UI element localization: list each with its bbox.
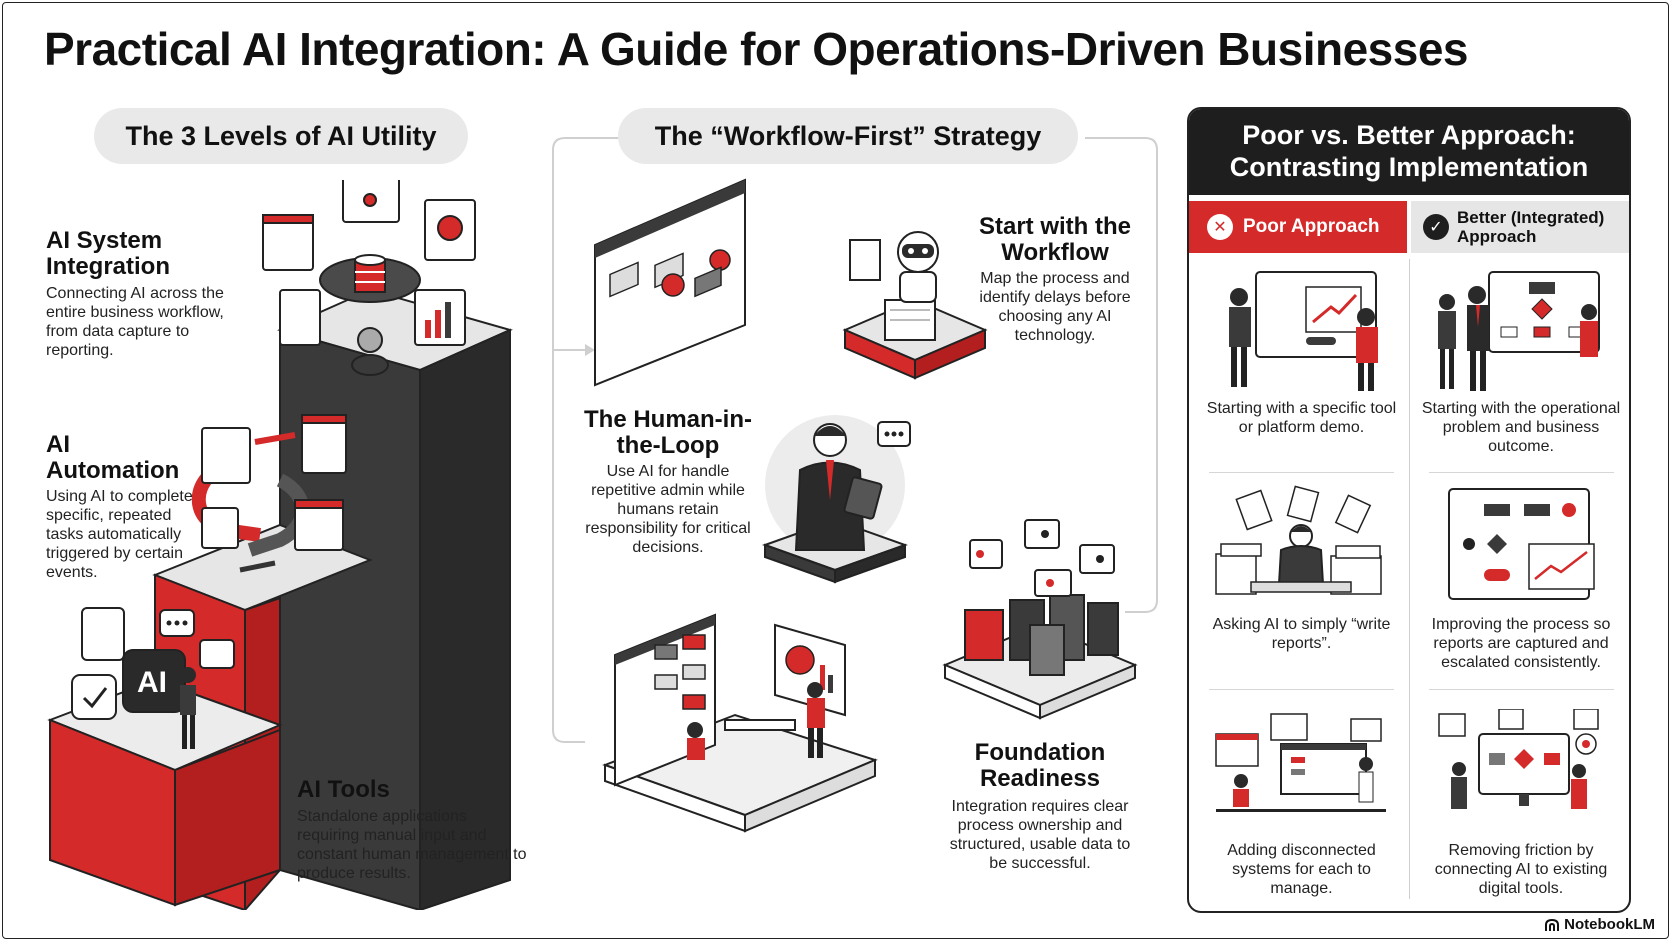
levels-staircase-illustration: AI [47,180,513,910]
row-divider [1429,472,1614,473]
office-workflow-illustration [602,613,878,833]
problem-first-illustration [1438,271,1600,391]
page-title: Practical AI Integration: A Guide for Op… [44,23,1469,75]
notebooklm-icon [1545,918,1560,931]
poor-approach-label: Poor Approach [1243,216,1380,237]
level-automation-title: AI Automation [46,431,180,484]
row-divider [1209,472,1394,473]
poor-row-3: Adding disconnected systems for each to … [1227,842,1376,897]
comparison-panel: Poor vs. Better Approach: Contrasting Im… [1187,107,1631,913]
strategy-start-title: Start with the Workflow [978,213,1131,266]
disconnected-systems-illustration [1215,713,1386,812]
strategy-pill: The “Workflow-First” Strategy [618,108,1078,164]
better-approach-header: ✓ Better (Integrated) Approach [1411,201,1629,253]
comparison-header: Poor vs. Better Approach: Contrasting Im… [1189,109,1629,195]
better-row-1: Starting with the operational problem an… [1421,400,1621,455]
workflow-map-screen [594,178,746,387]
human-in-loop-illustration [762,415,911,584]
better-row-3: Removing friction by connecting AI to ex… [1434,842,1608,897]
cloud-database-icon [319,254,421,303]
tool-demo-illustration [1229,271,1378,391]
better-row-2: Improving the process so reports are cap… [1431,616,1611,671]
level-integration-title: AI System Integration [46,227,170,280]
robot-icon [842,231,988,380]
connected-tools-illustration [1438,709,1599,809]
poor-row-1: Starting with a specific tool or platfor… [1206,400,1397,436]
improved-process-illustration [1448,488,1595,600]
paper-overload-illustration [1215,485,1382,595]
level-tools-title: AI Tools [297,776,390,803]
level-automation-desc: Using AI to complete specific, repeated … [46,488,193,581]
strategy-human-desc: Use AI for handle repetitive admin while… [585,463,751,556]
level-tools-desc: Standalone applications requiring manual… [297,808,527,882]
better-approach-label: Better (Integrated) Approach [1457,208,1605,246]
notebooklm-logo: NotebookLM [1544,916,1655,933]
brand-label: NotebookLM [1564,916,1655,933]
poor-approach-header: ✕ Poor Approach [1189,201,1407,253]
foundation-blocks-illustration [942,519,1138,720]
strategy-human-title: The Human-in-the-Loop [584,406,752,459]
ai-badge-label: AI [137,666,167,699]
strategy-start-desc: Map the process and identify delays befo… [979,270,1131,344]
column-divider [1409,259,1410,899]
strategy-foundation-desc: Integration requires clear process owner… [949,798,1131,872]
row-divider [1209,689,1394,690]
close-icon: ✕ [1207,214,1233,240]
levels-pill: The 3 Levels of AI Utility [94,108,468,164]
poor-row-2: Asking AI to simply “write reports”. [1212,616,1391,652]
workflow-loop-connector [552,137,1158,743]
row-divider [1429,689,1614,690]
strategy-foundation-title: Foundation Readiness [974,739,1106,792]
check-icon: ✓ [1423,214,1449,240]
level-integration-desc: Connecting AI across the entire business… [46,285,224,359]
